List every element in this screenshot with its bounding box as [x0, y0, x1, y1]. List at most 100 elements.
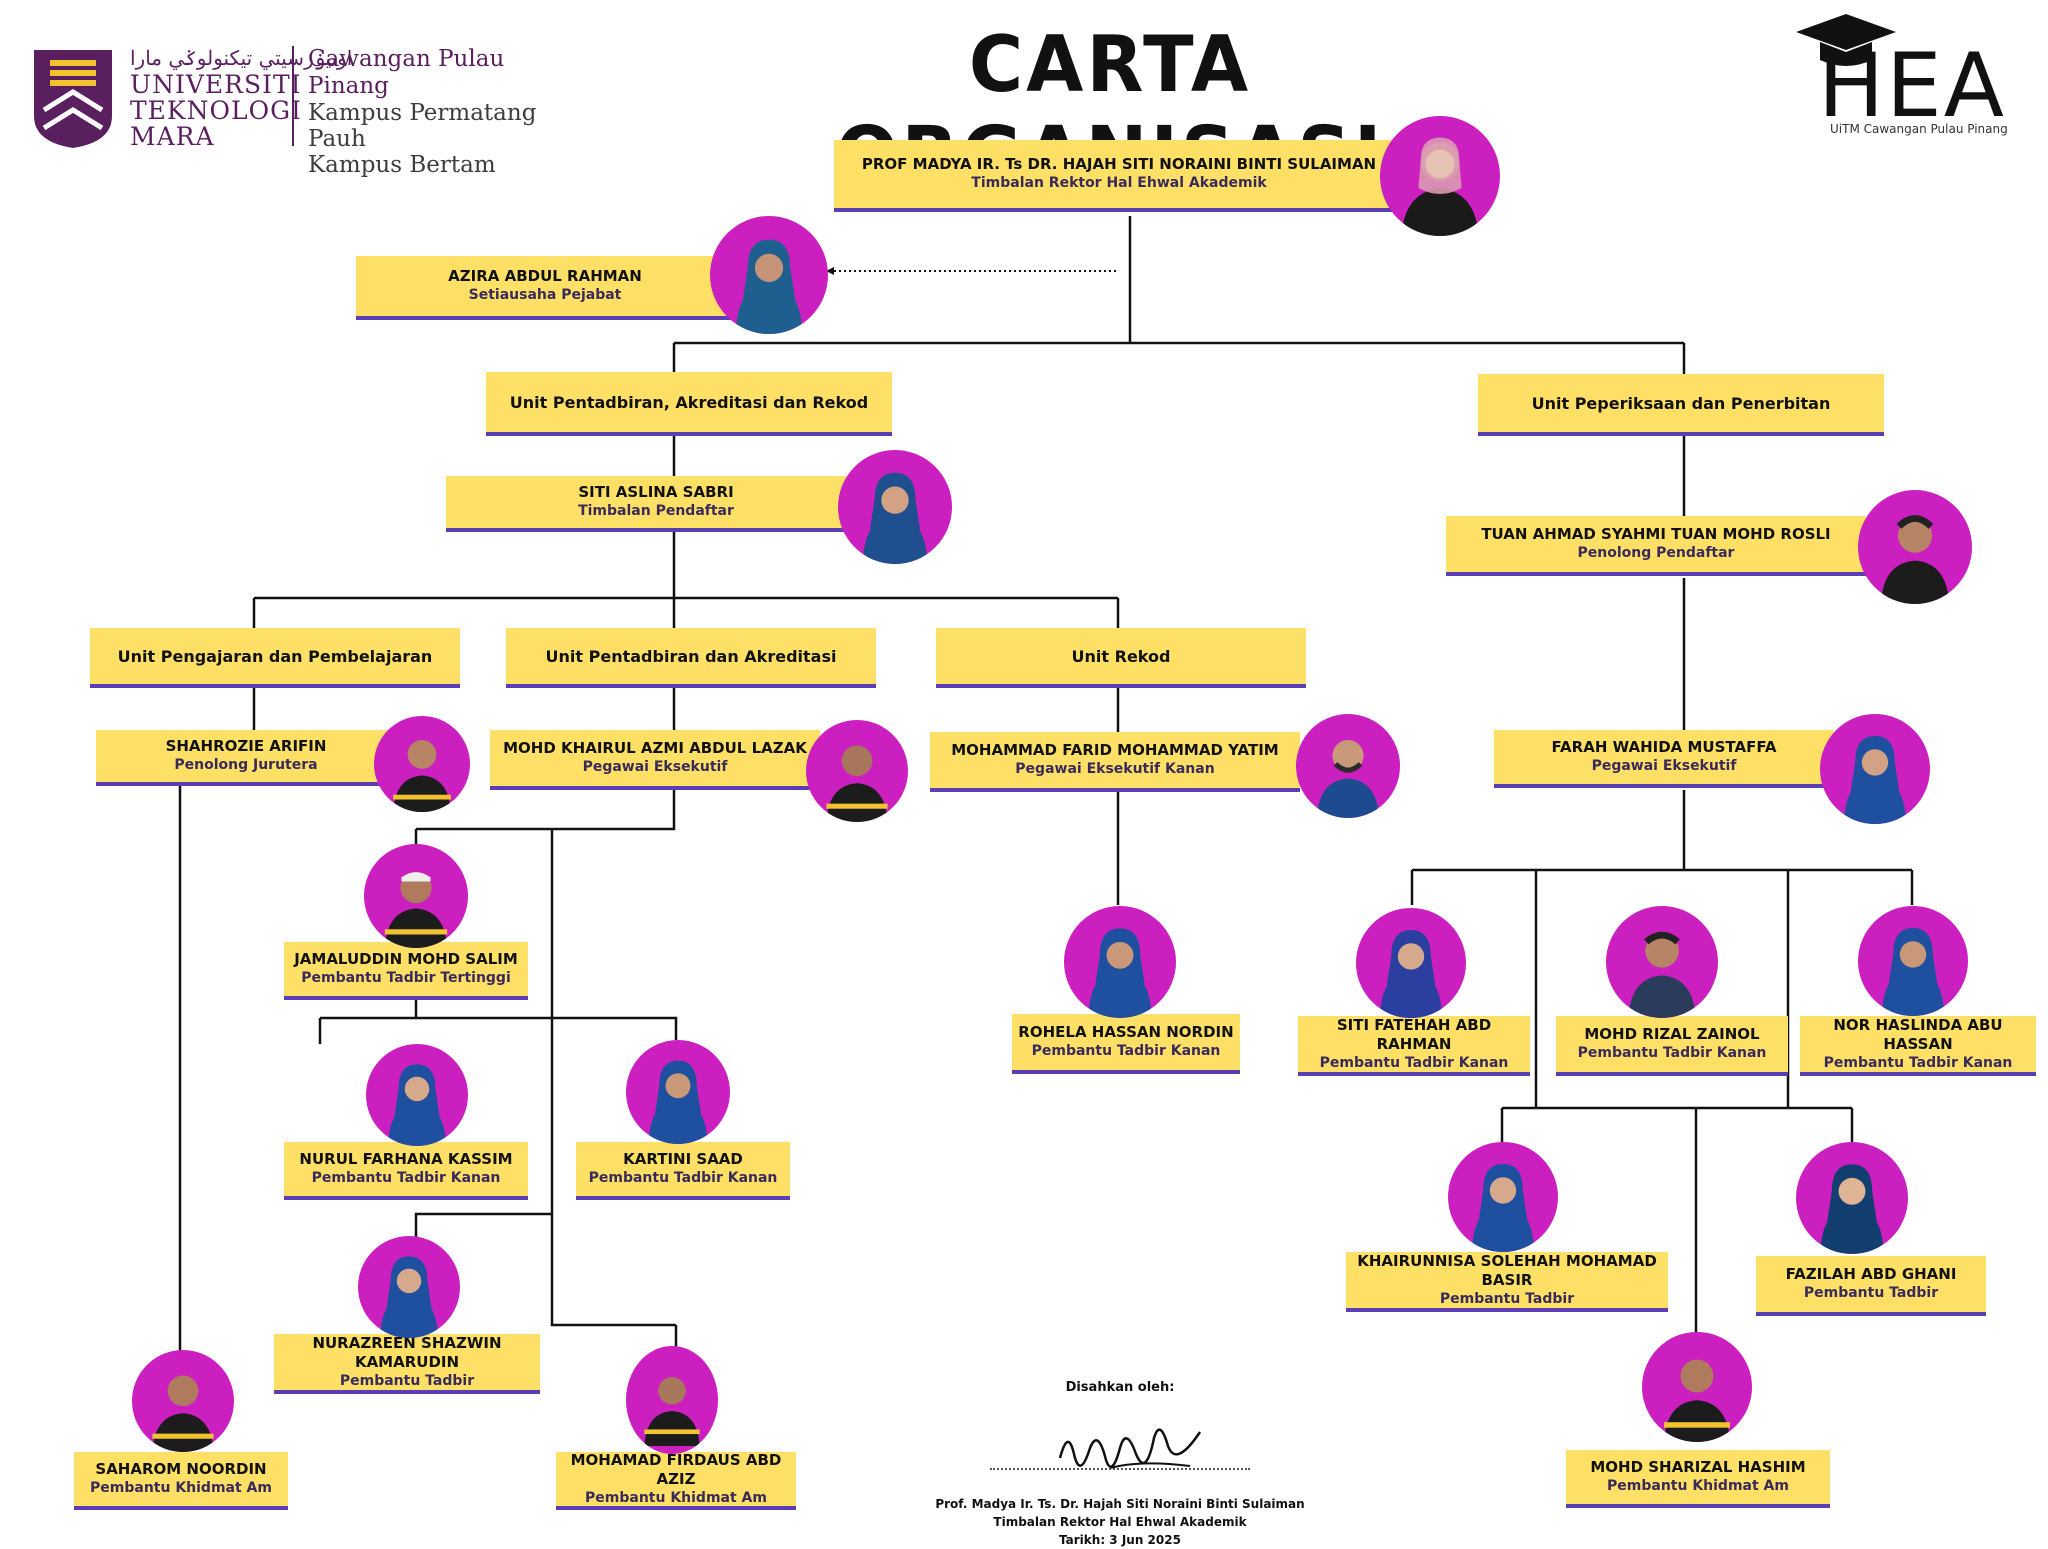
person-photo-khairunnisa: [1448, 1142, 1558, 1252]
person-role: Pembantu Khidmat Am: [585, 1489, 767, 1506]
person-photo-fatehah: [1356, 908, 1466, 1018]
hea-wordmark: HEA: [1818, 34, 2006, 137]
person-name: MOHD KHAIRUL AZMI ABDUL LAZAK: [503, 739, 807, 757]
person-role: Pembantu Khidmat Am: [1607, 1478, 1789, 1494]
person-box-haslinda: NOR HASLINDA ABU HASSAN Pembantu Tadbir …: [1800, 1016, 2036, 1076]
person-role: Pembantu Tadbir Tertinggi: [301, 970, 511, 986]
person-name: TUAN AHMAD SYAHMI TUAN MOHD ROSLI: [1481, 525, 1831, 543]
person-role: Penolong Jurutera: [174, 757, 318, 773]
person-role: Pembantu Tadbir Kanan: [311, 1170, 501, 1186]
university-arabic-name: اونيۏرسيتي تيكنولوݢي مارا: [130, 46, 353, 70]
person-box-fazilah: FAZILAH ABD GHANI Pembantu Tadbir: [1756, 1256, 1986, 1316]
person-role: Pembantu Khidmat Am: [90, 1480, 272, 1496]
approval-block: Disahkan oleh: Prof. Madya Ir. Ts. Dr. H…: [900, 1380, 1340, 1549]
unit-box-pengajaran: Unit Pengajaran dan Pembelajaran: [90, 628, 460, 688]
signature-line: [990, 1468, 1250, 1470]
connector: [320, 1016, 678, 1040]
person-box-azira: AZIRA ABDUL RAHMAN Setiausaha Pejabat: [356, 256, 734, 320]
person-name: PROF MADYA IR. Ts DR. HAJAH SITI NORAINI…: [861, 155, 1377, 173]
person-role: Pembantu Tadbir: [1803, 1285, 1939, 1301]
person-box-rohela: ROHELA HASSAN NORDIN Pembantu Tadbir Kan…: [1012, 1014, 1240, 1074]
person-name: MOHD RIZAL ZAINOL: [1584, 1025, 1760, 1043]
approval-label: Disahkan oleh:: [1065, 1380, 1175, 1395]
person-name: ROHELA HASSAN NORDIN: [1018, 1023, 1234, 1041]
signature-icon: [1058, 1428, 1202, 1469]
person-photo-haslinda: [1858, 906, 1968, 1016]
unit-box-pentadbiran-akreditasi-rekod: Unit Pentadbiran, Akreditasi dan Rekod: [486, 372, 892, 436]
person-box-siti-aslina: SITI ASLINA SABRI Timbalan Pendaftar: [446, 476, 866, 532]
person-photo-kartini: [626, 1040, 730, 1144]
person-name: SHAHROZIE ARIFIN: [165, 737, 327, 755]
person-box-nurul: NURUL FARHANA KASSIM Pembantu Tadbir Kan…: [284, 1142, 528, 1200]
logo-divider: [292, 46, 294, 146]
person-name: NURUL FARHANA KASSIM: [299, 1150, 513, 1168]
hea-subtitle: UiTM Cawangan Pulau Pinang: [1830, 122, 2008, 136]
person-name: SITI FATEHAH ABD RAHMAN: [1336, 1015, 1492, 1053]
hea-logo: HEA UiTM Cawangan Pulau Pinang: [1790, 10, 2020, 140]
person-role: Timbalan Rektor Hal Ehwal Akademik: [971, 175, 1267, 191]
person-photo-khairul: [806, 720, 908, 822]
person-name: NOR HASLINDA ABU HASSAN: [1833, 1015, 2003, 1053]
person-box-khairunnisa: KHAIRUNNISA SOLEHAH MOHAMAD BASIR Pemban…: [1346, 1252, 1668, 1312]
person-role: Pembantu Tadbir Kanan: [1319, 1054, 1509, 1071]
person-role: Pegawai Eksekutif: [582, 759, 728, 775]
person-box-timbalan-rektor: PROF MADYA IR. Ts DR. HAJAH SITI NORAINI…: [834, 140, 1404, 212]
person-box-khairul: MOHD KHAIRUL AZMI ABDUL LAZAK Pegawai Ek…: [490, 730, 820, 790]
person-name: MOHAMMAD FARID MOHAMMAD YATIM: [951, 741, 1279, 759]
person-name: MOHAMAD FIRDAUS ABD AZIZ: [570, 1450, 782, 1488]
person-name: KARTINI SAAD: [623, 1150, 743, 1168]
person-role: Pegawai Eksekutif: [1591, 758, 1737, 774]
person-box-rizal: MOHD RIZAL ZAINOL Pembantu Tadbir Kanan: [1556, 1016, 1788, 1076]
person-role: Pembantu Tadbir: [1439, 1290, 1575, 1307]
person-role: Pembantu Tadbir Kanan: [1031, 1043, 1221, 1059]
person-photo-farah: [1820, 714, 1930, 824]
person-photo-timbalan-rektor: [1380, 116, 1500, 236]
uitm-emblem-icon: [34, 50, 112, 148]
unit-name: Unit Pengajaran dan Pembelajaran: [117, 646, 433, 666]
person-role: Pembantu Tadbir Kanan: [588, 1170, 778, 1186]
unit-name: Unit Rekod: [1071, 646, 1171, 666]
person-photo-azira: [710, 216, 828, 334]
person-box-sharizal: MOHD SHARIZAL HASHIM Pembantu Khidmat Am: [1566, 1450, 1830, 1508]
unit-box-rekod: Unit Rekod: [936, 628, 1306, 688]
person-photo-fazilah: [1796, 1142, 1908, 1254]
person-photo-firdaus: [626, 1346, 718, 1454]
person-photo-shahrozie: [374, 716, 470, 812]
person-role: Pembantu Tadbir Kanan: [1823, 1054, 2013, 1071]
person-box-kartini: KARTINI SAAD Pembantu Tadbir Kanan: [576, 1142, 790, 1200]
person-role: Timbalan Pendaftar: [578, 503, 734, 519]
person-role: Setiausaha Pejabat: [468, 287, 622, 303]
person-photo-siti-aslina: [838, 450, 952, 564]
person-photo-rohela: [1064, 906, 1176, 1018]
person-photo-tuan-ahmad: [1858, 490, 1972, 604]
connector: [552, 790, 676, 831]
university-name: UNIVERSITI TEKNOLOGI MARA: [130, 70, 302, 151]
person-photo-nurul: [366, 1044, 468, 1146]
unit-name: Unit Pentadbiran dan Akreditasi: [545, 646, 837, 666]
unit-name: Unit Pentadbiran, Akreditasi dan Rekod: [509, 392, 869, 412]
person-role: Pembantu Tadbir: [339, 1372, 475, 1389]
connector: [414, 1212, 552, 1238]
person-photo-sharizal: [1642, 1332, 1752, 1442]
person-box-shahrozie: SHAHROZIE ARIFIN Penolong Jurutera: [96, 730, 396, 786]
approval-name: Prof. Madya Ir. Ts. Dr. Hajah Siti Norai…: [935, 1497, 1305, 1511]
approval-date: Tarikh: 3 Jun 2025: [1059, 1533, 1181, 1547]
unit-box-peperiksaan: Unit Peperiksaan dan Penerbitan: [1478, 374, 1884, 436]
person-box-nurazreen: NURAZREEN SHAZWIN KAMARUDIN Pembantu Tad…: [274, 1334, 540, 1394]
person-name: NURAZREEN SHAZWIN KAMARUDIN: [312, 1333, 502, 1371]
person-role: Pembantu Tadbir Kanan: [1577, 1045, 1767, 1061]
person-box-saharom: SAHAROM NOORDIN Pembantu Khidmat Am: [74, 1452, 288, 1510]
person-name: AZIRA ABDUL RAHMAN: [448, 267, 642, 285]
person-photo-nurazreen: [358, 1236, 460, 1338]
arrow-head: [826, 267, 834, 275]
uitm-logo: اونيۏرسيتي تيكنولوݢي مارا UNIVERSITI TEK…: [30, 46, 590, 178]
graduation-cap-icon: [1796, 14, 1896, 66]
person-photo-farid: [1296, 714, 1400, 818]
person-name: FARAH WAHIDA MUSTAFFA: [1551, 738, 1777, 756]
unit-box-pentadbiran-akreditasi: Unit Pentadbiran dan Akreditasi: [506, 628, 876, 688]
person-name: SAHAROM NOORDIN: [95, 1460, 267, 1478]
connector: [550, 829, 676, 1327]
person-name: JAMALUDDIN MOHD SALIM: [294, 950, 518, 968]
person-box-farid: MOHAMMAD FARID MOHAMMAD YATIM Pegawai Ek…: [930, 732, 1300, 792]
